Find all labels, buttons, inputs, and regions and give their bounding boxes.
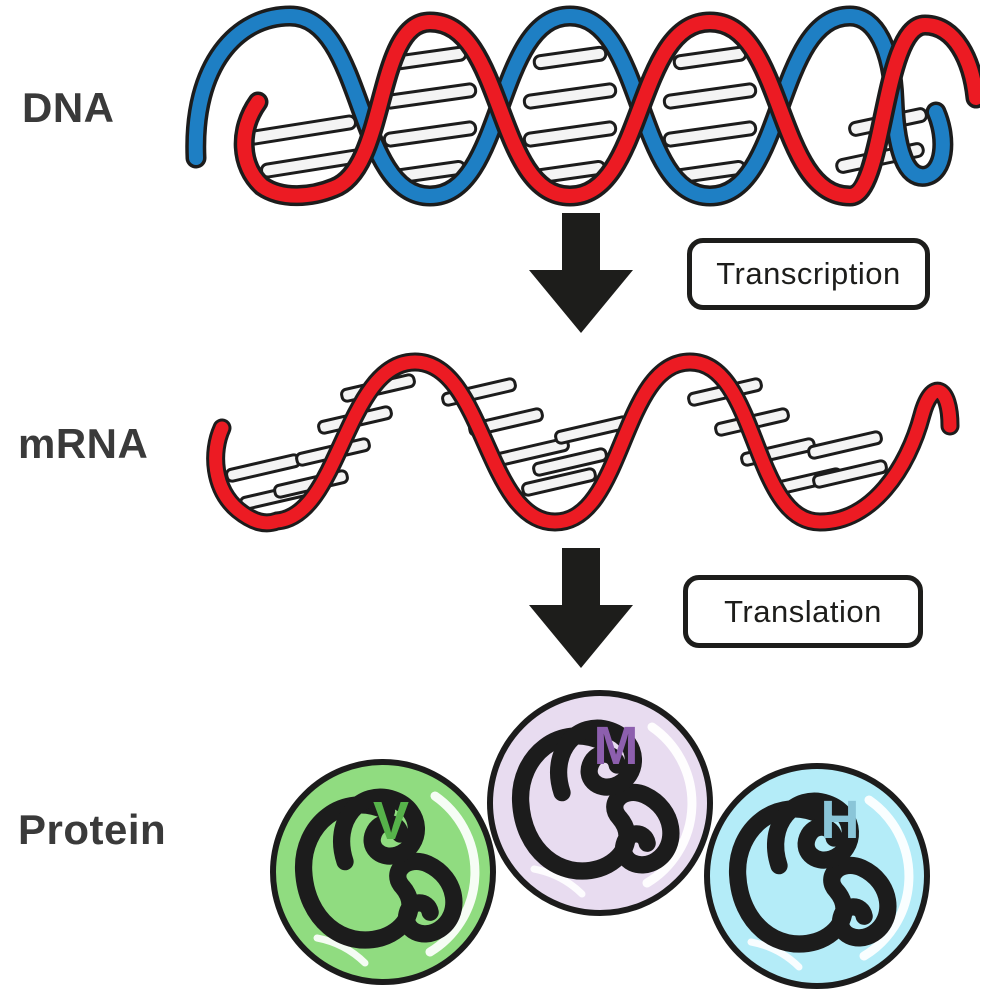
mrna-label: mRNA (18, 420, 149, 467)
mrna-strand-illustration (206, 352, 960, 533)
protein-letter-m: M (593, 716, 639, 776)
dna-helix-illustration (185, 5, 980, 207)
protein-illustrations (270, 690, 930, 989)
dna-red-strand (233, 11, 980, 207)
translation-box: Translation (683, 575, 923, 648)
mrna-red-ribbon (206, 352, 960, 533)
transcription-box-label: Transcription (716, 256, 901, 291)
protein-purple-m (487, 690, 713, 916)
protein-label: Protein (18, 806, 167, 853)
dna-label: DNA (22, 84, 115, 131)
protein-letter-v: V (372, 791, 410, 851)
translation-box-label: Translation (724, 593, 882, 629)
protein-cyan-h (704, 763, 930, 989)
translation-down-arrow-icon (529, 548, 633, 668)
dna-base-pair-rungs (247, 45, 928, 185)
protein-letter-h: H (820, 790, 860, 850)
protein-green-v (270, 759, 496, 985)
transcription-box: Transcription (687, 238, 930, 310)
transcription-down-arrow-icon (529, 213, 633, 333)
